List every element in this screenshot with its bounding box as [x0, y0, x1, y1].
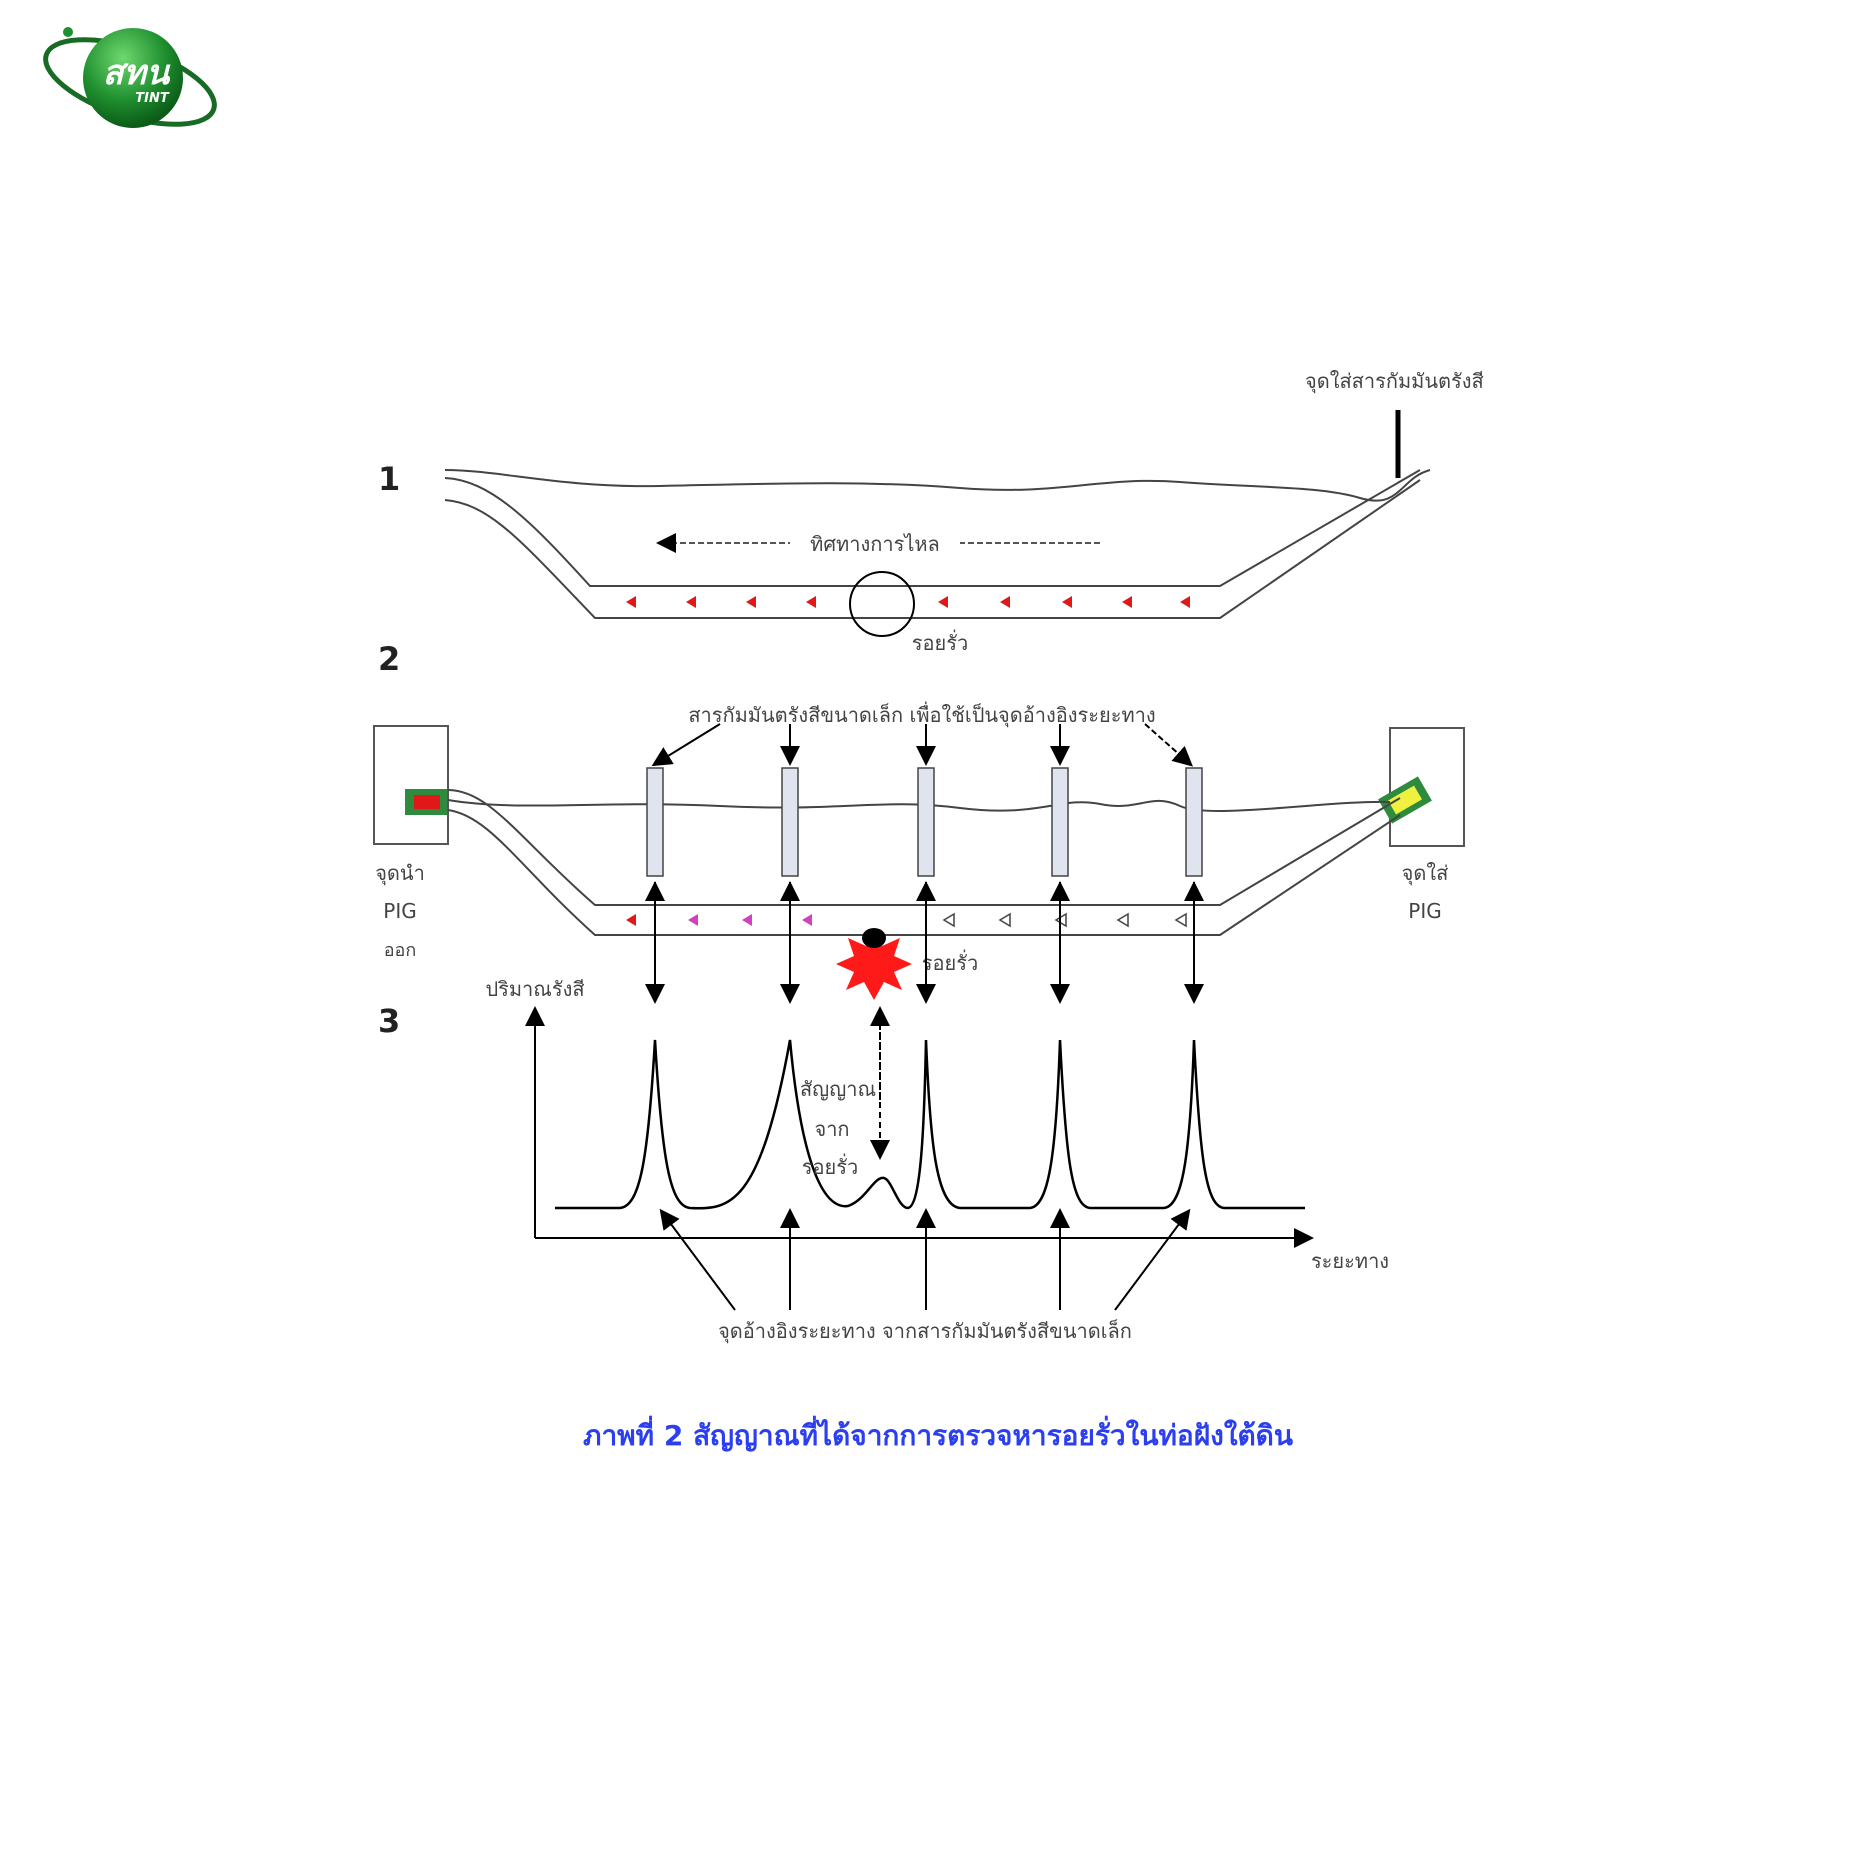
- reference-points-label: จุดอ้างอิงระยะทาง จากสารกัมมันตรังสีขนาด…: [718, 1318, 1132, 1344]
- figure-caption: ภาพที่ 2 สัญญาณที่ได้จากการตรวจหารอยรั่ว…: [583, 1419, 1293, 1452]
- reference-source-post: [781, 767, 799, 877]
- leak-circle: [849, 571, 915, 637]
- pipe-bottom-line: [444, 479, 1421, 619]
- x-axis-label: ระยะทาง: [1311, 1249, 1389, 1273]
- reference-source-post: [1185, 767, 1203, 877]
- section-number-1: 1: [378, 460, 400, 498]
- section-number-3: 3: [378, 1002, 400, 1040]
- flow-direction-label: ทิศทางการไหล: [810, 532, 940, 556]
- tracer-marker: [626, 914, 636, 926]
- tracer-marker: [1122, 596, 1132, 608]
- globe-icon: [83, 28, 183, 128]
- signal-curve: [555, 1039, 1305, 1210]
- empty-marker: [998, 912, 1011, 928]
- reference-source-post: [1051, 767, 1069, 877]
- leak-signal-label-2: จาก: [814, 1117, 849, 1141]
- pipe-top-line: [444, 469, 1421, 587]
- tracer-marker: [626, 596, 636, 608]
- tracer-injection-label: จุดใส่สารกัมมันตรังสี: [1305, 369, 1484, 394]
- reference-source-post: [917, 767, 935, 877]
- tracer-marker: [1180, 596, 1190, 608]
- tracer-markers-section-2: [626, 912, 1187, 928]
- reference-source-post: [646, 767, 664, 877]
- pig-insert-icon: [1378, 776, 1432, 824]
- section-number-2: 2: [378, 640, 400, 678]
- leak-signal-label-1: สัญญาณ: [800, 1077, 876, 1101]
- section-1-pipeline: จุดใส่สารกัมมันตรังสี ทิศทางการไหล รอยรั…: [444, 369, 1484, 655]
- pipe-bottom-line-2: [447, 809, 1401, 936]
- tint-logo: สทน TINT: [43, 27, 217, 128]
- leak-signal-label-3: รอยรั่ว: [802, 1153, 858, 1179]
- tracer-marker: [686, 596, 696, 608]
- empty-marker: [1116, 912, 1129, 928]
- tracer-marker: [806, 596, 816, 608]
- dispersed-marker: [802, 914, 812, 926]
- signal-plot: ปริมาณรังสี ระยะทาง สัญญาณ จาก รอยรั่ว จ…: [485, 977, 1389, 1344]
- pig-receive-label-3: ออก: [384, 940, 417, 961]
- tracer-marker: [1062, 596, 1072, 608]
- dispersed-marker: [688, 914, 698, 926]
- pig-receive-box: [373, 725, 449, 845]
- dispersed-marker: [742, 914, 752, 926]
- pig-receive-label-2: PIG: [383, 899, 416, 923]
- small-sources-label: สารกัมมันตรังสีขนาดเล็ก เพื่อใช้เป็นจุดอ…: [688, 701, 1155, 728]
- tracer-markers-section-1: [626, 596, 1190, 608]
- leak-burst-icon: [836, 930, 912, 1000]
- y-axis-label: ปริมาณรังสี: [485, 977, 584, 1001]
- pig-insert-label-2: PIG: [1408, 899, 1441, 923]
- section-2-pig-run: สารกัมมันตรังสีขนาดเล็ก เพื่อใช้เป็นจุดอ…: [373, 701, 1465, 1000]
- ground-surface: [444, 469, 1431, 502]
- pig-insert-label-1: จุดใส่: [1402, 861, 1449, 886]
- pig-receive-label-1: จุดนำ: [375, 861, 425, 886]
- leak-label-section-2: รอยรั่ว: [922, 949, 978, 975]
- empty-marker: [942, 912, 955, 928]
- pipe-top-line-2: [447, 789, 1401, 906]
- logo-subtext: TINT: [135, 91, 170, 106]
- logo-text: สทน: [103, 53, 171, 93]
- leak-label-section-1: รอยรั่ว: [912, 629, 968, 655]
- empty-marker: [1174, 912, 1187, 928]
- projection-lines: [645, 881, 1204, 1160]
- tracer-marker: [938, 596, 948, 608]
- tracer-marker: [1000, 596, 1010, 608]
- tracer-marker: [746, 596, 756, 608]
